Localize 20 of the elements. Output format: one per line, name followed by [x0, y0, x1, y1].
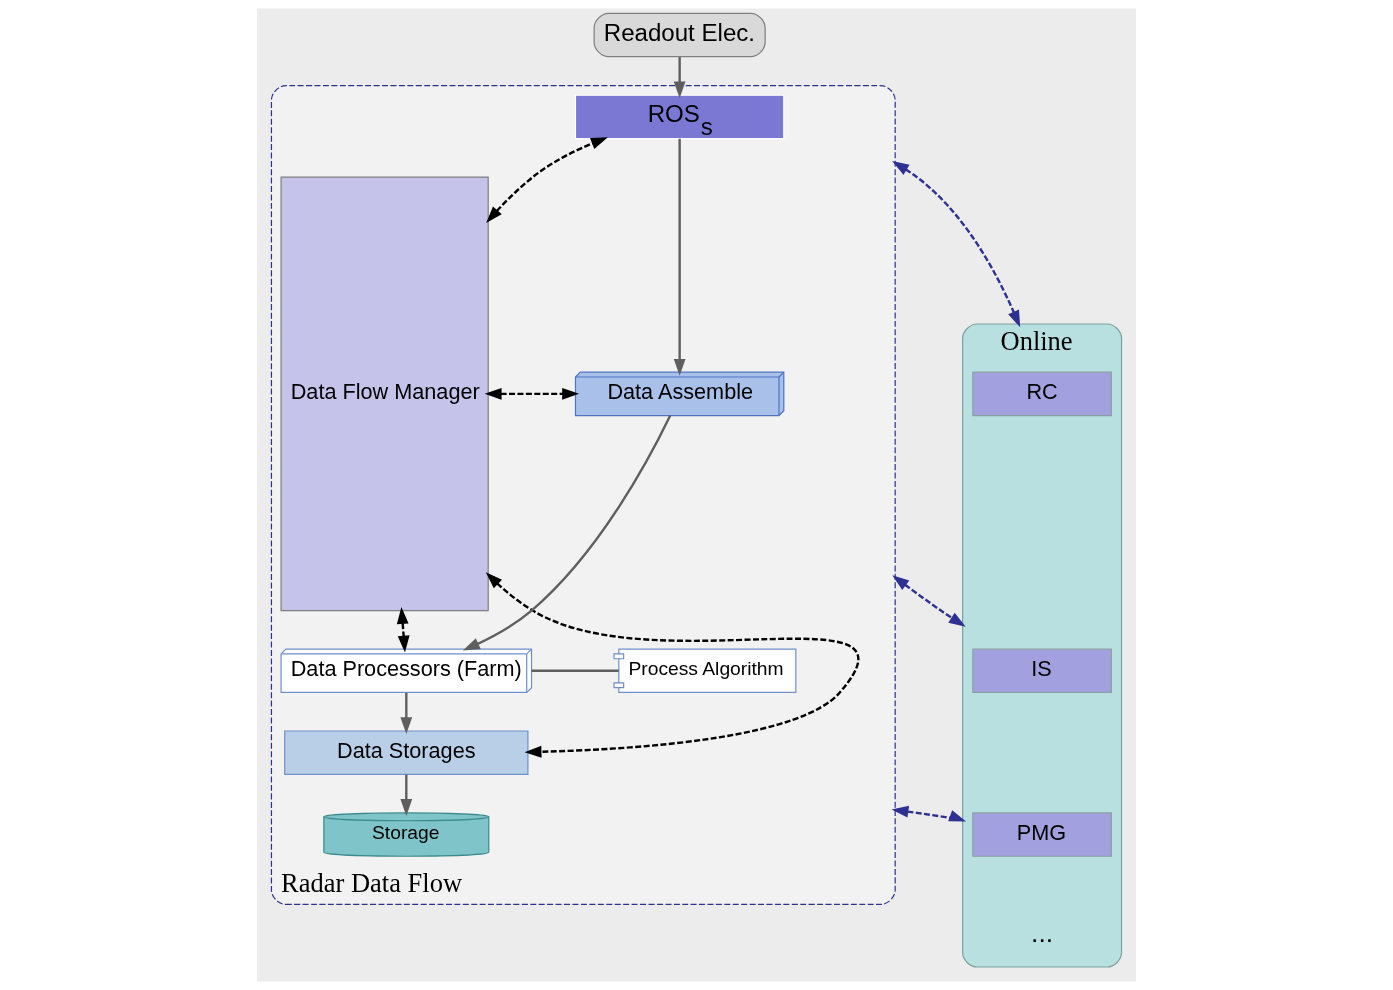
node-box: PMG: [972, 812, 1112, 857]
arrow: [400, 774, 413, 816]
arrow: [673, 138, 686, 376]
arrow: [484, 387, 580, 400]
arrow: [892, 161, 1021, 328]
arrow: [486, 137, 608, 223]
node-box: Data Flow Manager: [280, 176, 489, 612]
label: ...: [1031, 918, 1054, 949]
arrow: [891, 805, 967, 822]
arrow: [396, 607, 410, 653]
node-box: Readout Elec.: [593, 12, 766, 58]
node-box: Data Storages: [284, 730, 529, 775]
arrow: [892, 575, 966, 627]
node-box: RC: [972, 371, 1112, 417]
node-box: IS: [972, 648, 1112, 694]
arrow: [462, 415, 672, 651]
arrow: [673, 57, 686, 99]
connector: [531, 669, 619, 672]
arrow: [400, 692, 413, 735]
arrow: [485, 572, 858, 758]
